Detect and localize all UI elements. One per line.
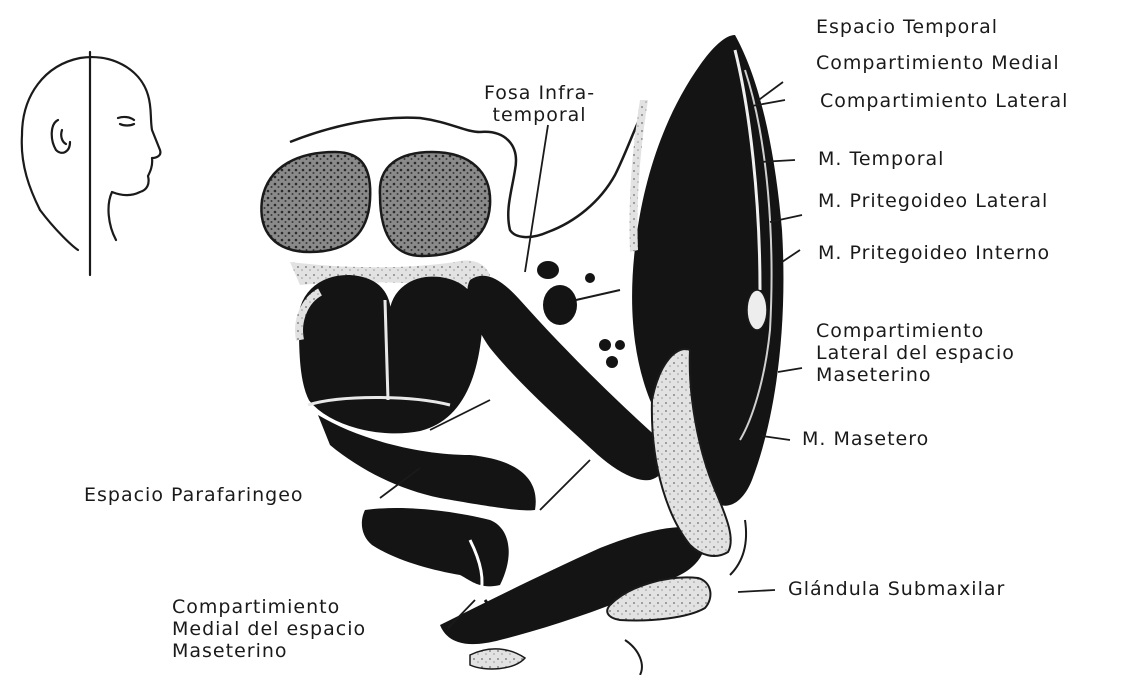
- label-clm-line3: Maseterino: [816, 364, 1015, 386]
- label-m-masetero: M. Masetero: [802, 428, 929, 450]
- label-m-pterigoideo-interno: M. Pritegoideo Interno: [818, 242, 1050, 264]
- head-orientation-sketch: [22, 52, 161, 275]
- label-fosa-line2: temporal: [484, 104, 595, 126]
- label-compartimiento-medial: Compartimiento Medial: [816, 52, 1060, 74]
- label-fosa-line1: Fosa Infra-: [484, 82, 595, 104]
- label-cmm-line1: Compartimiento: [172, 596, 366, 618]
- label-glandula-submaxilar: Glándula Submaxilar: [788, 578, 1005, 600]
- tongue-mass: [299, 276, 481, 432]
- label-compartimiento-lateral: Compartimiento Lateral: [820, 90, 1068, 112]
- maxillary-sinus-left: [261, 152, 370, 252]
- maxillary-sinus-right: [380, 152, 490, 256]
- label-cmm-line3: Maseterino: [172, 640, 366, 662]
- label-m-temporal: M. Temporal: [818, 148, 944, 170]
- label-cmm-line2: Medial del espacio: [172, 618, 366, 640]
- label-compartimiento-lateral-maseterino: Compartimiento Lateral del espacio Maset…: [816, 320, 1015, 386]
- label-clm-line1: Compartimiento: [816, 320, 1015, 342]
- label-espacio-parafaringeo: Espacio Parafaringeo: [84, 484, 304, 506]
- label-compartimiento-medial-maseterino: Compartimiento Medial del espacio Masete…: [172, 596, 366, 662]
- label-espacio-temporal: Espacio Temporal: [816, 16, 998, 38]
- label-m-pterigoideo-lateral: M. Pritegoideo Lateral: [818, 190, 1048, 212]
- label-clm-line2: Lateral del espacio: [816, 342, 1015, 364]
- label-fosa-infratemporal: Fosa Infra- temporal: [484, 82, 595, 126]
- pharyngeal-mass: [318, 415, 536, 510]
